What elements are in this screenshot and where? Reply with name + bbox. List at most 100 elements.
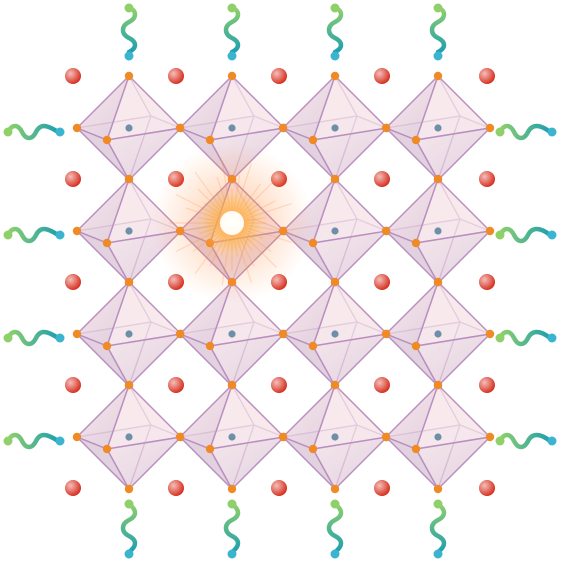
a-site-atom (479, 480, 495, 496)
x-site-atom (330, 71, 340, 81)
b-site-atom (228, 330, 236, 338)
a-site-layer (65, 68, 495, 496)
b-site-atom (125, 330, 133, 338)
x-site-atom (102, 444, 112, 454)
b-site-atom (434, 227, 442, 235)
a-site-atom (374, 377, 390, 393)
octahedron-face (208, 435, 287, 491)
ligand-head (55, 436, 65, 446)
ligand-head (227, 51, 237, 61)
ligand-tail (3, 333, 13, 343)
x-site-atom (205, 135, 215, 145)
a-site-atom (374, 171, 390, 187)
ligand-head (547, 127, 557, 137)
b-site-atom (125, 227, 133, 235)
octahedron-icon (278, 277, 392, 391)
x-site-atom (330, 174, 340, 184)
a-site-atom (65, 480, 81, 496)
a-site-atom (168, 377, 184, 393)
x-site-atom (381, 432, 391, 442)
x-site-atom (330, 277, 340, 287)
ligand-head (55, 333, 65, 343)
ligand-chain-icon (223, 499, 241, 559)
x-site-atom (485, 432, 495, 442)
x-site-atom (278, 329, 288, 339)
a-site-atom (479, 171, 495, 187)
octahedron-icon (175, 380, 289, 494)
x-site-atom (308, 341, 318, 351)
b-site-atom (331, 227, 339, 235)
x-site-atom (72, 226, 82, 236)
octahedron-face (414, 229, 493, 285)
ligand-head (433, 51, 443, 61)
x-site-atom (175, 123, 185, 133)
x-site-atom (175, 329, 185, 339)
b-site-atom (434, 124, 442, 132)
ligand-head (547, 436, 557, 446)
ligand-tail (330, 499, 340, 509)
x-site-atom (308, 444, 318, 454)
ligand-head (124, 51, 134, 61)
x-site-atom (124, 484, 134, 494)
x-site-atom (381, 329, 391, 339)
x-site-atom (102, 135, 112, 145)
a-site-atom (65, 171, 81, 187)
b-site-atom (331, 124, 339, 132)
octahedron-face (105, 126, 184, 182)
a-site-atom (168, 68, 184, 84)
ligand-chain-icon (223, 3, 241, 61)
ligand-chain-icon (429, 3, 447, 61)
a-site-atom (374, 274, 390, 290)
ligand-tail (495, 333, 505, 343)
x-site-atom (381, 226, 391, 236)
emission-glow-icon (152, 143, 312, 303)
octahedra-layer (72, 71, 495, 494)
ligand-chain-icon (326, 3, 344, 61)
ligand-tail (124, 499, 134, 509)
ligand-layer (3, 3, 557, 559)
octahedron-icon (72, 380, 186, 494)
b-site-atom (331, 433, 339, 441)
ligand-tail (227, 3, 237, 13)
x-site-atom (124, 71, 134, 81)
x-site-atom (102, 238, 112, 248)
a-site-atom (479, 274, 495, 290)
a-site-atom (65, 377, 81, 393)
ligand-tail (3, 436, 13, 446)
ligand-chain-icon (495, 123, 557, 141)
octahedron-icon (72, 71, 186, 185)
ligand-chain-icon (3, 432, 65, 450)
octahedron-face (105, 332, 184, 388)
b-site-atom (228, 433, 236, 441)
x-site-atom (411, 238, 421, 248)
octahedron-icon (278, 71, 392, 185)
b-site-atom (228, 124, 236, 132)
b-site-atom (434, 330, 442, 338)
x-site-atom (72, 329, 82, 339)
x-site-atom (330, 484, 340, 494)
octahedron-icon (381, 71, 495, 185)
x-site-atom (308, 238, 318, 248)
x-site-atom (278, 123, 288, 133)
ligand-chain-icon (120, 499, 138, 559)
a-site-atom (168, 480, 184, 496)
x-site-atom (433, 277, 443, 287)
ligand-tail (433, 3, 443, 13)
a-site-atom (479, 377, 495, 393)
ligand-chain-icon (3, 329, 65, 347)
x-site-atom (205, 341, 215, 351)
ligand-chain-icon (3, 123, 65, 141)
ligand-tail (495, 127, 505, 137)
a-site-atom (271, 68, 287, 84)
x-site-atom (227, 380, 237, 390)
x-site-atom (72, 432, 82, 442)
ligand-chain-icon (495, 226, 557, 244)
octahedron-face (414, 126, 493, 182)
x-site-atom (102, 341, 112, 351)
a-site-atom (374, 480, 390, 496)
ligand-chain-icon (495, 329, 557, 347)
ligand-head (433, 549, 443, 559)
ligand-tail (124, 3, 134, 13)
ligand-head (55, 127, 65, 137)
x-site-atom (330, 380, 340, 390)
